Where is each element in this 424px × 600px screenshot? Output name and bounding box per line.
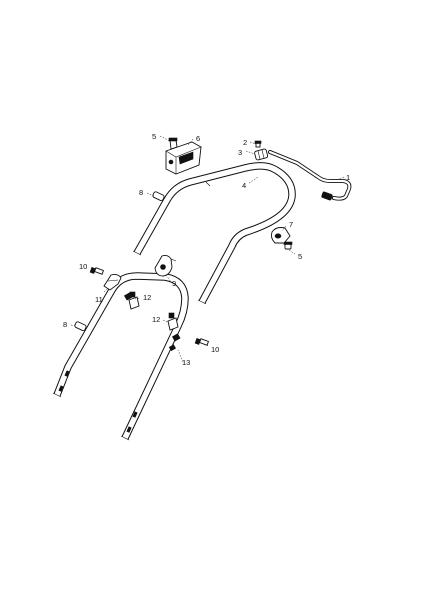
knob-12-upper — [128, 291, 140, 310]
bolt-10-lower — [194, 338, 210, 346]
lever-11 — [103, 273, 122, 291]
bracket-7 — [270, 227, 291, 244]
switch-box — [165, 141, 202, 175]
callout-13: 13 — [182, 358, 190, 367]
clip-9 — [154, 254, 177, 277]
pin-8-lower — [74, 321, 87, 332]
callout-12-lower: 12 — [152, 315, 160, 324]
callout-12-upper: 12 — [143, 293, 151, 302]
callout-9: 9 — [172, 279, 176, 288]
leader-lines — [70, 135, 345, 363]
screw-5-right — [283, 241, 293, 250]
callout-7: 7 — [289, 220, 293, 229]
cable-clamp — [254, 148, 269, 161]
callout-5-right: 5 — [298, 252, 302, 261]
knob-12-lower — [167, 312, 179, 331]
callout-8-lower: 8 — [63, 320, 67, 329]
callout-11: 11 — [95, 295, 103, 304]
callout-3: 3 — [238, 148, 242, 157]
callout-10-lower: 10 — [211, 345, 219, 354]
callout-labels: 1 2 3 4 5 5 6 7 8 8 9 10 10 11 12 12 13 — [63, 132, 350, 367]
screw-5-top — [168, 137, 178, 150]
lower-handle — [52, 272, 189, 441]
control-rod — [268, 150, 352, 201]
callout-8-upper: 8 — [139, 188, 143, 197]
pin-8-upper — [152, 191, 165, 202]
upper-handle — [132, 162, 296, 305]
callout-1: 1 — [346, 173, 350, 182]
clamp-screw — [254, 140, 262, 148]
bolt-10-upper — [89, 267, 105, 275]
callout-2: 2 — [243, 138, 247, 147]
callout-6: 6 — [196, 134, 200, 143]
callout-4: 4 — [242, 181, 246, 190]
callout-10-upper: 10 — [79, 262, 87, 271]
callout-5-top: 5 — [152, 132, 156, 141]
